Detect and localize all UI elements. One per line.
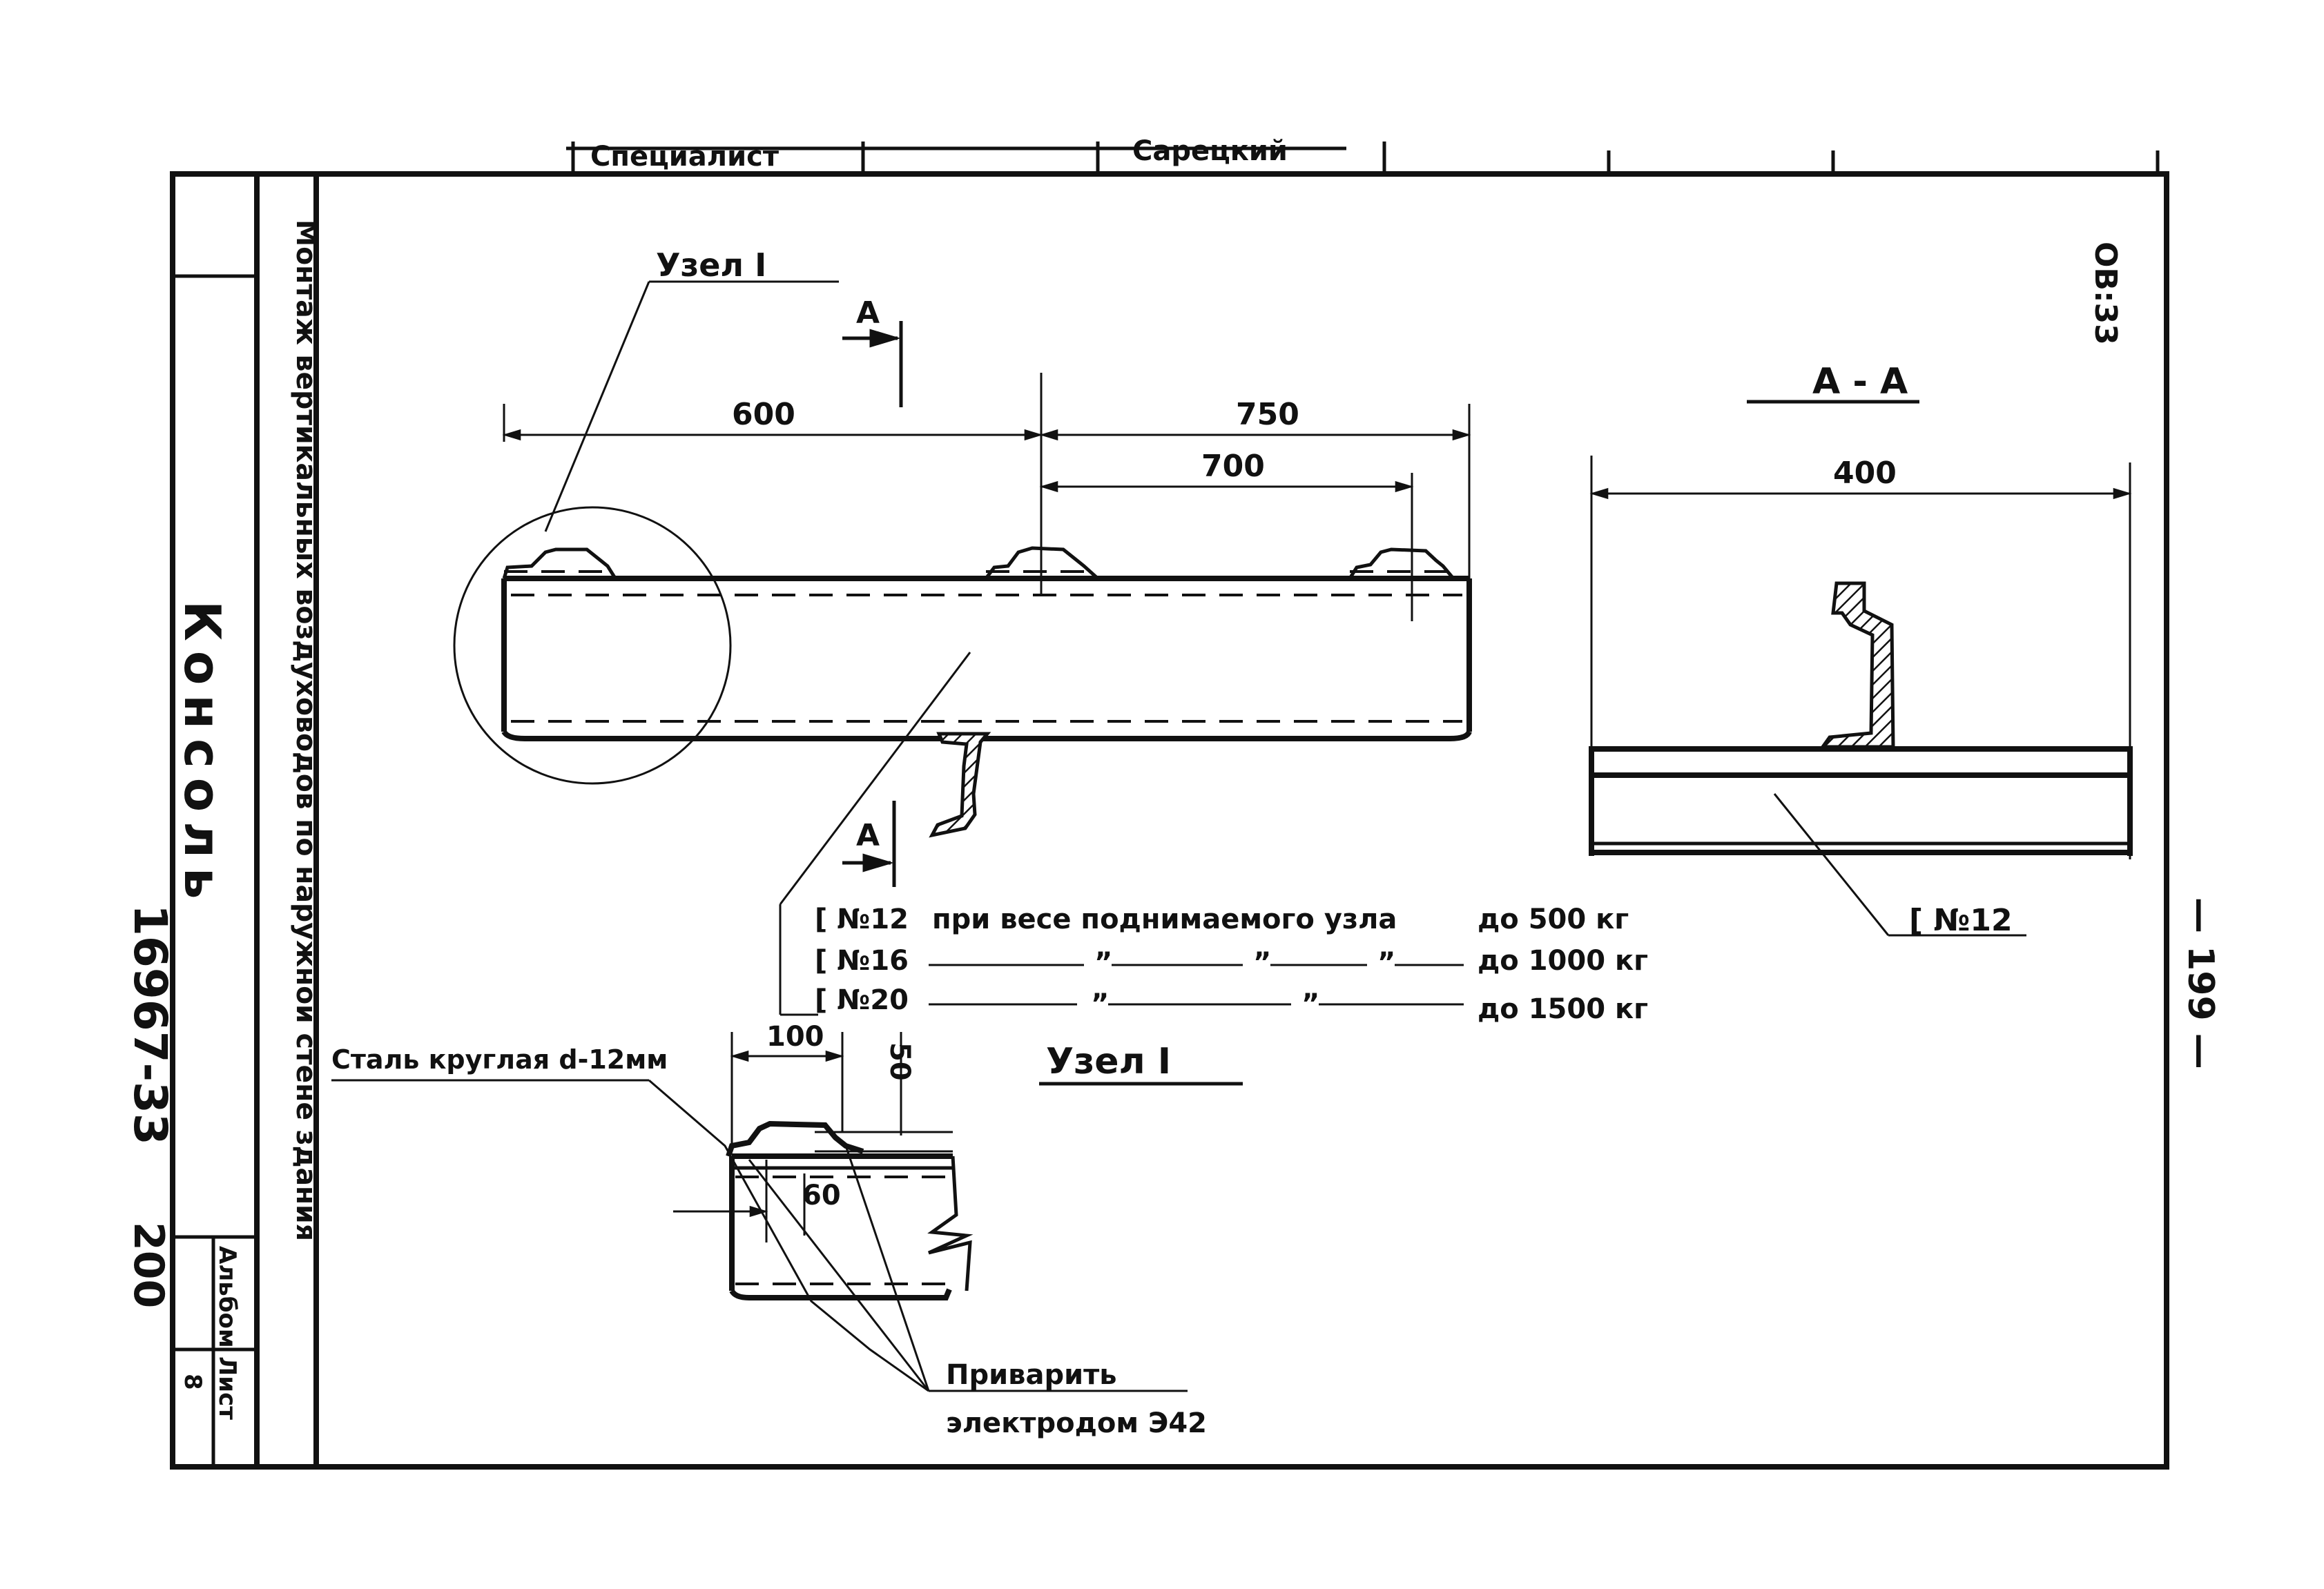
dim-750: 750 [1236, 397, 1299, 432]
detail-view: Узел I Сталь круглая d-12мм 100 50 60 [331, 1021, 1243, 1439]
section-title: А - А [1812, 361, 1908, 402]
section-view: А - А 400 [ №12 [1589, 361, 2133, 938]
ditto-mark-3a: ” [1091, 988, 1109, 1020]
drawing-title: Консоль [173, 601, 231, 908]
dim-50: 50 [884, 1042, 916, 1081]
project-number: 16967-33 [124, 904, 177, 1145]
section-mark-bottom: А [856, 818, 880, 853]
channel-table: [ №12 при весе поднимаемого узла до 500 … [815, 904, 1648, 1025]
detail-clamp [726, 1120, 864, 1158]
node-label-main: Узел I [656, 246, 766, 284]
weld-note-line1: Приварить [946, 1359, 1117, 1391]
dim-400: 400 [1833, 456, 1897, 491]
section-mark-top: А [856, 295, 880, 331]
ditto-mark-2c: ” [1377, 947, 1395, 979]
page-number: — 199 — [2180, 897, 2221, 1069]
steel-label: Сталь круглая d-12мм [331, 1044, 668, 1075]
top-strip: Специалист Сарецкий [566, 135, 2160, 174]
drawing-code: ОВ:33 [2088, 242, 2123, 345]
clamp-3 [1348, 547, 1455, 580]
dim-100: 100 [766, 1021, 824, 1053]
album-label: Альбом [213, 1246, 241, 1348]
section-channel-label: [ №12 [1909, 903, 2013, 938]
channel-row-2-limit: до 1000 кг [1478, 945, 1648, 977]
clamp-2 [985, 546, 1099, 580]
designers-label: Сарецкий [1132, 135, 1288, 167]
ditto-mark-2b: ” [1253, 947, 1271, 979]
specialist-label: Специалист [590, 141, 779, 173]
bottom-number: 200 [124, 1222, 173, 1308]
channel-row-2-channel: [ №16 [815, 945, 909, 977]
channel-row-3-channel: [ №20 [815, 984, 909, 1016]
channel-profile-section [1819, 581, 1895, 749]
title-block: Монтаж вертикальных воздуховодов по нару… [124, 220, 322, 1420]
node-circle [453, 506, 732, 785]
main-view: Узел I А 600 750 700 [453, 246, 1472, 1016]
channel-row-1-channel: [ №12 [815, 904, 909, 935]
sheet-label: Лист [213, 1356, 241, 1420]
sheet-number: 8 [179, 1374, 206, 1390]
right-margin: ОВ:33 — 199 — [2088, 242, 2221, 1069]
weld-note-line2: электродом Э42 [946, 1407, 1207, 1439]
channel-row-1-text: при весе поднимаемого узла [932, 904, 1397, 935]
subject-line: Монтаж вертикальных воздуховодов по нару… [290, 220, 322, 1241]
dim-700: 700 [1201, 449, 1265, 484]
dim-60: 60 [802, 1180, 841, 1211]
channel-row-3-limit: до 1500 кг [1478, 993, 1648, 1025]
ditto-mark-2a: ” [1094, 947, 1112, 979]
sheet-frame [170, 171, 2169, 1470]
channel-row-1-limit: до 500 кг [1478, 904, 1629, 935]
dim-600: 600 [732, 397, 795, 432]
channel-profile-main [929, 732, 991, 838]
clamp-1 [502, 547, 617, 579]
ditto-mark-3b: ” [1301, 988, 1319, 1020]
detail-title: Узел I [1046, 1041, 1171, 1082]
